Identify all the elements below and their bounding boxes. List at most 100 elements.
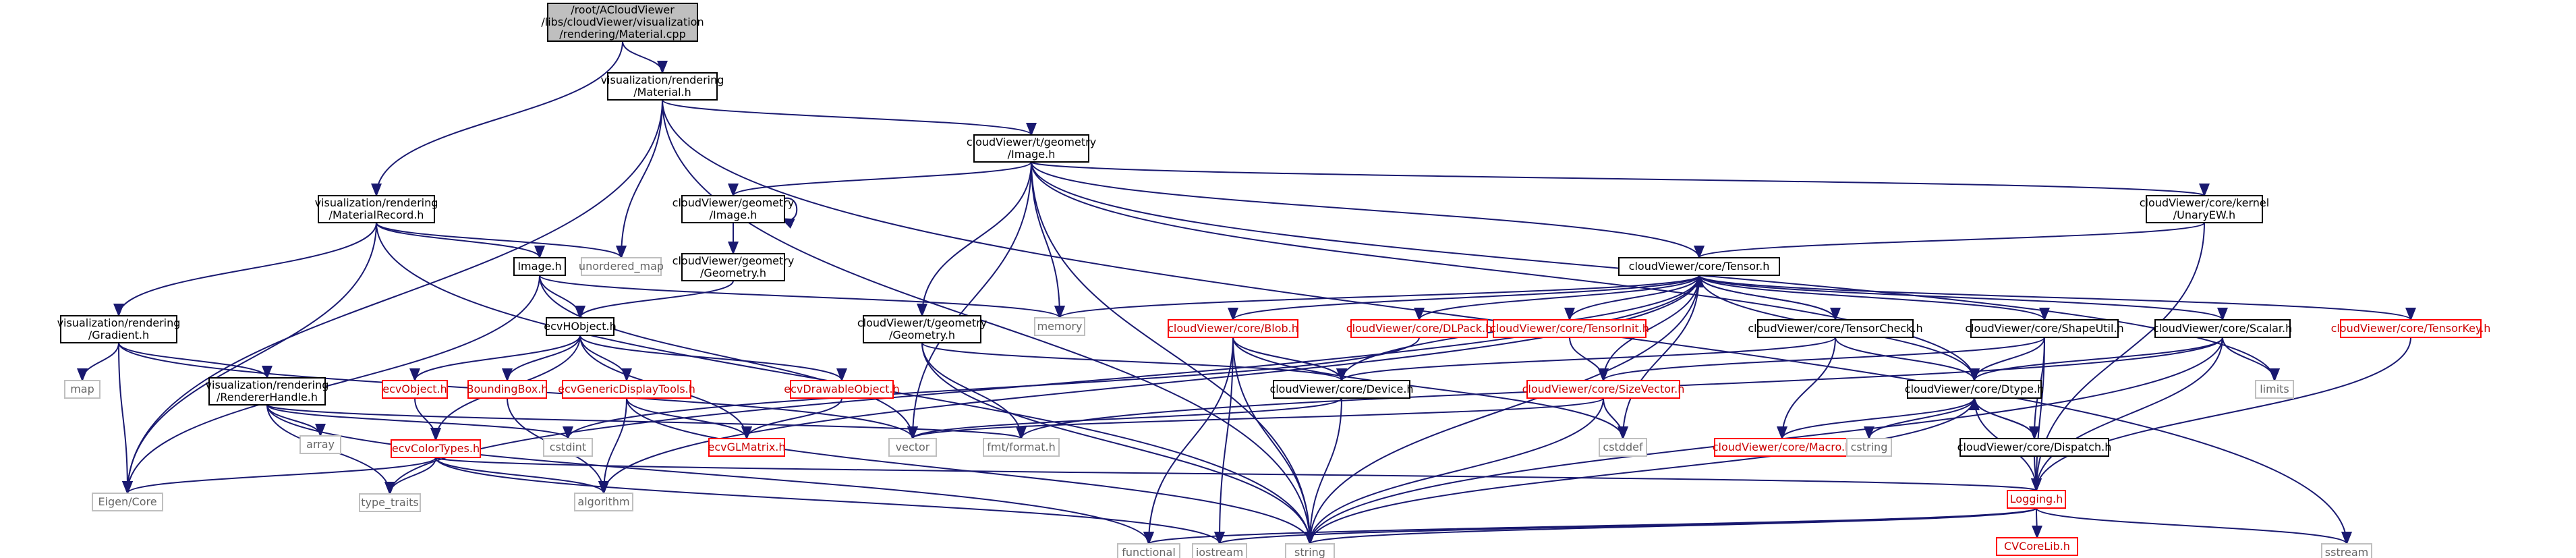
node-geom-image-h[interactable]: cloudViewer/geometry/Image.h <box>672 195 795 223</box>
edge-tensor-h-to-tensorinit-h <box>1564 275 1700 321</box>
node-dlpack-h[interactable]: cloudViewer/core/DLPack.h <box>1346 319 1492 338</box>
node-macro-h[interactable]: cloudViewer/core/Macro.h <box>1713 438 1852 457</box>
node-cstring: cstring <box>1846 438 1892 457</box>
node-label: string <box>1294 546 1325 558</box>
node-label: memory <box>1037 320 1083 333</box>
node-box <box>1168 319 1298 338</box>
edge-tensor-h-to-sizevector-h <box>1598 275 1700 382</box>
edge-tgeom-image-h-to-tgeom-geometry-h <box>917 161 1032 317</box>
edge-unaryew-h-to-tensor-h <box>1694 222 2205 259</box>
node-box <box>1034 317 1085 336</box>
node-renderhandle-h[interactable]: visualization/rendering/RendererHandle.h <box>206 377 329 406</box>
edge-tensorcheck-h-to-tensor-h <box>1694 274 1836 320</box>
node-sizevector-h[interactable]: cloudViewer/core/SizeVector.h <box>1522 380 1685 399</box>
node-label: /root/ACloudViewer <box>571 3 675 16</box>
node-box <box>1959 438 2109 457</box>
node-label: cloudViewer/core/kernel <box>2140 196 2269 209</box>
node-scalar-h[interactable]: cloudViewer/core/Scalar.h <box>2153 319 2293 338</box>
node-dtype-h[interactable]: cloudViewer/core/Dtype.h <box>1905 380 2044 399</box>
edge-device-h-to-vector <box>907 397 1342 440</box>
node-label: cloudViewer/geometry <box>672 196 795 209</box>
node-box <box>1996 537 2078 556</box>
node-label: /Image.h <box>710 208 757 221</box>
node-tensor-h[interactable]: cloudViewer/core/Tensor.h <box>1618 257 1780 276</box>
node-tensorkey-h[interactable]: cloudViewer/core/TensorKey.h <box>2331 319 2491 338</box>
edge-ecvgenericdisplaytools-h-to-algorithm <box>598 397 627 495</box>
edge-geom-geometry-h-to-ecvhobject-h <box>575 280 734 319</box>
edge-tgeom-image-h-to-unaryew-h <box>1031 161 2209 197</box>
node-label: visualization/rendering <box>315 196 438 209</box>
edge-tgeom-geometry-h-to-device-h <box>921 342 1347 382</box>
node-label: ecvGenericDisplayTools.h <box>558 383 695 395</box>
edge-logging-h-to-functional <box>1143 507 2037 545</box>
edge-material-h-to-unordered-map <box>616 99 663 259</box>
node-box <box>2321 543 2372 558</box>
node-label: functional <box>1122 546 1176 558</box>
node-label: cstring <box>1851 441 1888 453</box>
node-label: ecvObject.h <box>382 383 447 395</box>
node-tgeom-image-h[interactable]: cloudViewer/t/geometry/Image.h <box>967 134 1096 163</box>
node-material-h[interactable]: visualization/rendering/Material.h <box>601 72 724 101</box>
node-materialrecord-h[interactable]: visualization/rendering/MaterialRecord.h <box>315 195 438 223</box>
edge-dlpack-h-to-cstdint <box>563 337 1420 440</box>
node-sstream: sstream <box>2321 543 2372 558</box>
node-gradient-h[interactable]: visualization/rendering/Gradient.h <box>57 315 181 343</box>
node-box <box>546 317 614 336</box>
node-device-h[interactable]: cloudViewer/core/Device.h <box>1269 380 1414 399</box>
node-unordered-map: unordered_map <box>579 257 664 276</box>
node-ecvglmatrix-h[interactable]: ecvGLMatrix.h <box>708 438 786 457</box>
node-ecvdrawableobject-h[interactable]: ecvDrawableObject.h <box>784 380 900 399</box>
edge-device-h-to-string <box>1305 397 1342 545</box>
node-root[interactable]: /root/ACloudViewer/libs/cloudViewer/visu… <box>541 3 704 42</box>
edge-tensor-h-to-dlpack-h <box>1414 275 1700 321</box>
node-label: map <box>70 383 94 395</box>
node-boundingbox-h[interactable]: BoundingBox.h <box>467 380 548 399</box>
node-tgeom-geometry-h[interactable]: cloudViewer/t/geometry/Geometry.h <box>857 315 987 343</box>
node-label: Eigen/Core <box>98 495 156 508</box>
node-box <box>208 377 326 406</box>
node-box <box>1117 543 1180 558</box>
edge-material-h-to-string <box>662 99 1315 545</box>
edge-tgeom-image-h-to-dtype-h <box>1031 161 1980 382</box>
node-unaryew-h[interactable]: cloudViewer/core/kernel/UnaryEW.h <box>2140 195 2269 223</box>
edge-scalar-h-to-limits <box>2222 337 2280 382</box>
node-box <box>2340 319 2482 338</box>
node-box <box>1846 438 1892 457</box>
node-shapeutil-h[interactable]: cloudViewer/core/ShapeUtil.h <box>1965 319 2124 338</box>
node-label: cloudViewer/core/TensorCheck.h <box>1748 322 1922 335</box>
node-label: cstdint <box>550 441 586 453</box>
edge-dtype-h-to-macro-h <box>1777 397 1975 440</box>
node-label: Image.h <box>517 260 561 273</box>
edge-ecvcolortypes-h-to-logging-h <box>435 457 2041 492</box>
edge-material-h-to-eigen-core <box>122 99 663 495</box>
edge-materialrecord-h-to-eigen-core <box>122 222 377 495</box>
edge-dispatch-h-to-dtype-h <box>1969 397 2035 439</box>
edge-image-h-to-eigen-core <box>122 275 540 495</box>
node-label: cloudViewer/core/Dispatch.h <box>1957 441 2112 453</box>
node-cvcorelib-h[interactable]: CVCoreLib.h <box>1996 537 2078 556</box>
node-geom-geometry-h[interactable]: cloudViewer/geometry/Geometry.h <box>672 253 795 281</box>
node-box <box>543 438 593 457</box>
edge-shapeutil-h-to-logging-h <box>2031 337 2045 492</box>
edge-ecvhobject-h-to-ecvdrawableobject-h <box>579 335 847 382</box>
node-image-h[interactable]: Image.h <box>513 257 566 276</box>
node-blob-h[interactable]: cloudViewer/core/Blob.h <box>1168 319 1298 338</box>
node-ecvgenericdisplaytools-h[interactable]: ecvGenericDisplayTools.h <box>558 380 695 399</box>
node-tensorcheck-h[interactable]: cloudViewer/core/TensorCheck.h <box>1748 319 1923 338</box>
node-dispatch-h[interactable]: cloudViewer/core/Dispatch.h <box>1957 438 2112 457</box>
edge-sizevector-h-to-string <box>1305 397 1604 545</box>
node-ecvobject-h[interactable]: ecvObject.h <box>382 380 448 399</box>
node-eigen-core: Eigen/Core <box>92 493 163 511</box>
node-logging-h[interactable]: Logging.h <box>2007 490 2066 509</box>
node-box <box>391 439 481 458</box>
node-ecvcolortypes-h[interactable]: ecvColorTypes.h <box>391 439 481 458</box>
node-box <box>790 380 894 399</box>
edge-blob-h-to-string <box>1232 337 1315 545</box>
node-label: cloudViewer/core/TensorInit.h <box>1490 322 1649 335</box>
node-ecvhobject-h[interactable]: ecvHObject.h <box>544 317 617 336</box>
node-label: /Geometry.h <box>889 329 955 341</box>
node-tensorinit-h[interactable]: cloudViewer/core/TensorInit.h <box>1490 319 1649 338</box>
edges-layer <box>77 40 2416 545</box>
node-label: cloudViewer/core/DLPack.h <box>1346 322 1492 335</box>
nodes-layer: /root/ACloudViewer/libs/cloudViewer/visu… <box>57 3 2491 558</box>
